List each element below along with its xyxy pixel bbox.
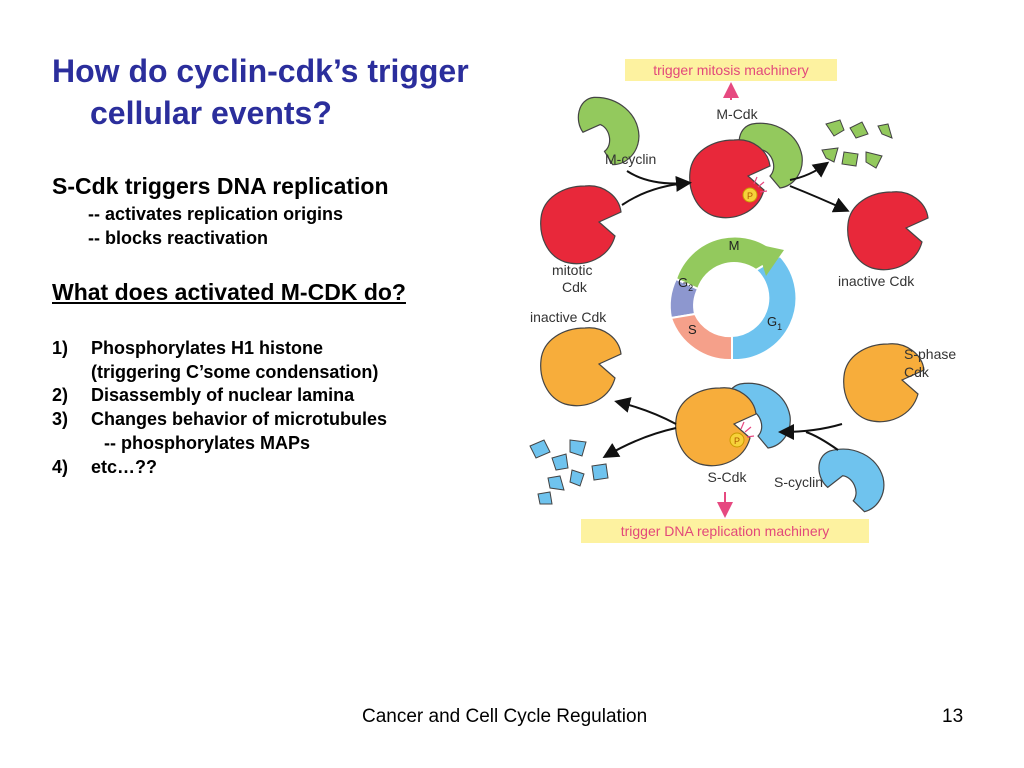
mitotic-cdk-shape <box>540 185 622 265</box>
phase-s-label: S <box>688 322 697 337</box>
s-cdk-label: S-Cdk <box>708 469 748 485</box>
title-line-1: How do cyclin-cdk’s trigger <box>52 53 469 89</box>
list-item-continuation: (triggering C’some condensation) <box>91 362 379 382</box>
title-line-2: cellular events? <box>90 95 332 131</box>
page-number: 13 <box>942 706 964 727</box>
slide-title: How do cyclin-cdk’s trigger cellular eve… <box>52 50 522 134</box>
mitotic-cdk-label-1: mitotic <box>552 262 592 278</box>
inactive-cdk-left-shape <box>540 327 622 407</box>
scdk-point-2: -- blocks reactivation <box>88 228 269 248</box>
list-item-number: 3) <box>52 409 69 429</box>
phase-s-segment <box>669 312 733 362</box>
degraded-m-cyclin-fragments <box>821 119 893 169</box>
phase-g1-segment <box>731 254 798 362</box>
arrow-cyclin-binding-s <box>778 423 843 440</box>
list-item-continuation: -- phosphorylates MAPs <box>104 433 311 453</box>
m-cdk-label: M-Cdk <box>716 106 758 122</box>
list-item: Disassembly of nuclear lamina <box>91 385 355 405</box>
m-cyclin-label: M-cyclin <box>605 151 656 167</box>
trigger-mitosis-label: trigger mitosis machinery <box>653 62 809 78</box>
list-item: etc…?? <box>91 457 158 477</box>
list-item: Phosphorylates H1 histone <box>91 338 324 358</box>
arrow-s-cyclin-join <box>805 431 839 451</box>
cell-cycle-ring <box>668 235 798 362</box>
list-item: Changes behavior of microtubules <box>91 409 388 429</box>
phase-g2-label: G2 <box>678 275 693 293</box>
inactive-cdk-left-label: inactive Cdk <box>530 309 607 325</box>
arrow-cyclin-binding-m <box>626 170 692 192</box>
s-cdk-complex: P <box>675 382 791 467</box>
arrow-to-inactive-cdk-left <box>614 397 677 425</box>
phase-g1-label: G1 <box>767 314 782 332</box>
scdk-point-1: -- activates replication origins <box>88 204 344 224</box>
mitotic-cdk-label-2: Cdk <box>562 279 588 295</box>
footer-title: Cancer and Cell Cycle Regulation <box>362 706 648 727</box>
trigger-dna-replication-label: trigger DNA replication machinery <box>621 523 830 539</box>
list-item-number: 1) <box>52 338 69 358</box>
s-phase-cdk-label-1: S-phase <box>904 346 956 362</box>
m-cdk-phosphate: P <box>747 191 753 201</box>
arrow-to-degradation-m <box>789 161 830 181</box>
scdk-heading: S-Cdk triggers DNA replication <box>52 173 389 199</box>
inactive-cdk-right-label: inactive Cdk <box>838 273 915 289</box>
s-cyclin-label: S-cyclin <box>774 474 823 490</box>
cycle-direction-arrowhead <box>756 244 784 276</box>
trigger-dna-replication-box <box>581 519 869 543</box>
s-phase-cdk-label-2: Cdk <box>904 364 930 380</box>
list-item-number: 2) <box>52 385 69 405</box>
phase-m-label: M <box>729 238 740 253</box>
m-cdk-complex: P <box>689 122 803 219</box>
arrow-to-degradation-s <box>602 427 677 459</box>
list-item-number: 4) <box>52 457 69 477</box>
mcdk-question: What does activated M-CDK do? <box>52 279 406 305</box>
s-cdk-phosphate: P <box>734 436 740 446</box>
trigger-mitosis-box <box>625 59 837 81</box>
arrow-mitotic-cdk-to-mcdk <box>621 182 689 206</box>
degraded-s-cyclin-fragments <box>529 439 609 505</box>
s-cyclin-shape <box>816 444 888 517</box>
arrow-to-inactive-cdk-right <box>789 185 850 213</box>
inactive-cdk-right-shape <box>847 191 929 271</box>
